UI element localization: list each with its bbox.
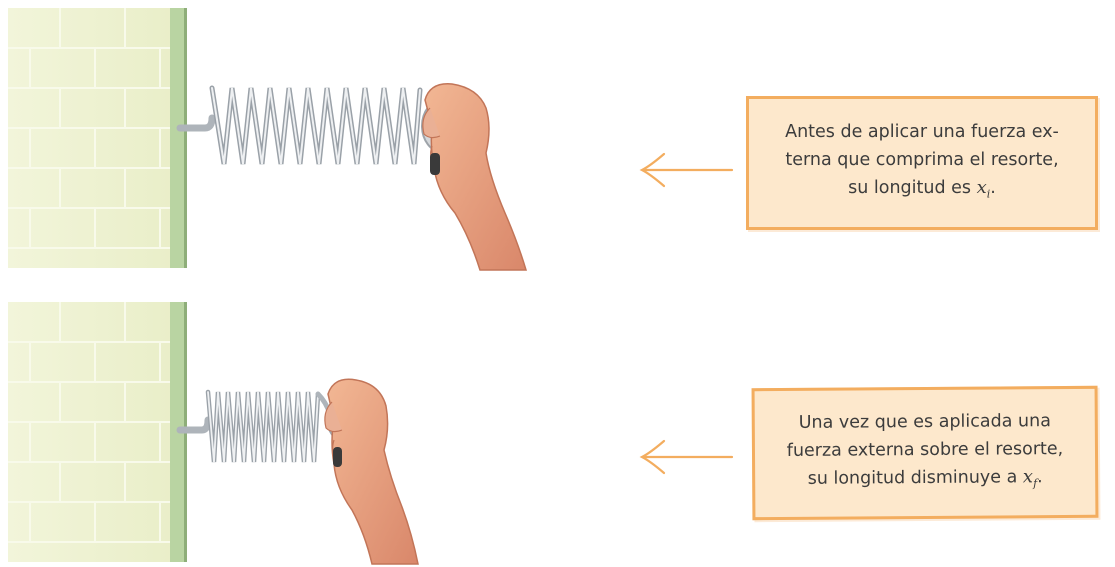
variable-subscript: i [986, 187, 991, 201]
note-initial-length: Antes de aplicar una fuerza ex- terna qu… [746, 96, 1098, 230]
spring-compressed-illustration [0, 302, 540, 567]
note-line: Antes de aplicar una fuerza ex- [785, 121, 1059, 142]
note-line: Una vez que es aplicada una [798, 410, 1051, 433]
variable-x-initial: xi [976, 176, 991, 201]
note-line: su longitud disminuye a xf. [755, 463, 1095, 500]
note-final-length: Una vez que es aplicada una fuerza exter… [751, 385, 1099, 521]
hand [324, 378, 419, 565]
variable-symbol: x [1022, 465, 1034, 488]
left-arrow-icon [636, 150, 736, 194]
brick-wall [8, 8, 187, 268]
hand [421, 83, 528, 271]
note-line: fuerza externa sobre el resorte, [786, 438, 1064, 461]
note-line: terna que comprima el resorte, [785, 149, 1059, 170]
note-line-text: su longitud disminuye a [807, 467, 1023, 489]
left-arrow-icon [636, 437, 736, 481]
brick-wall [8, 302, 187, 562]
coil-spring [176, 389, 333, 463]
spring-rest-illustration [0, 8, 540, 273]
end-punctuation: . [990, 177, 996, 198]
variable-symbol: x [976, 176, 987, 198]
variable-x-final: xf [1022, 465, 1037, 490]
note-line-text: su longitud es [848, 177, 977, 198]
note-line: su longitud es xi. [749, 174, 1095, 209]
end-punctuation: . [1037, 466, 1043, 487]
coil-spring [176, 85, 423, 165]
